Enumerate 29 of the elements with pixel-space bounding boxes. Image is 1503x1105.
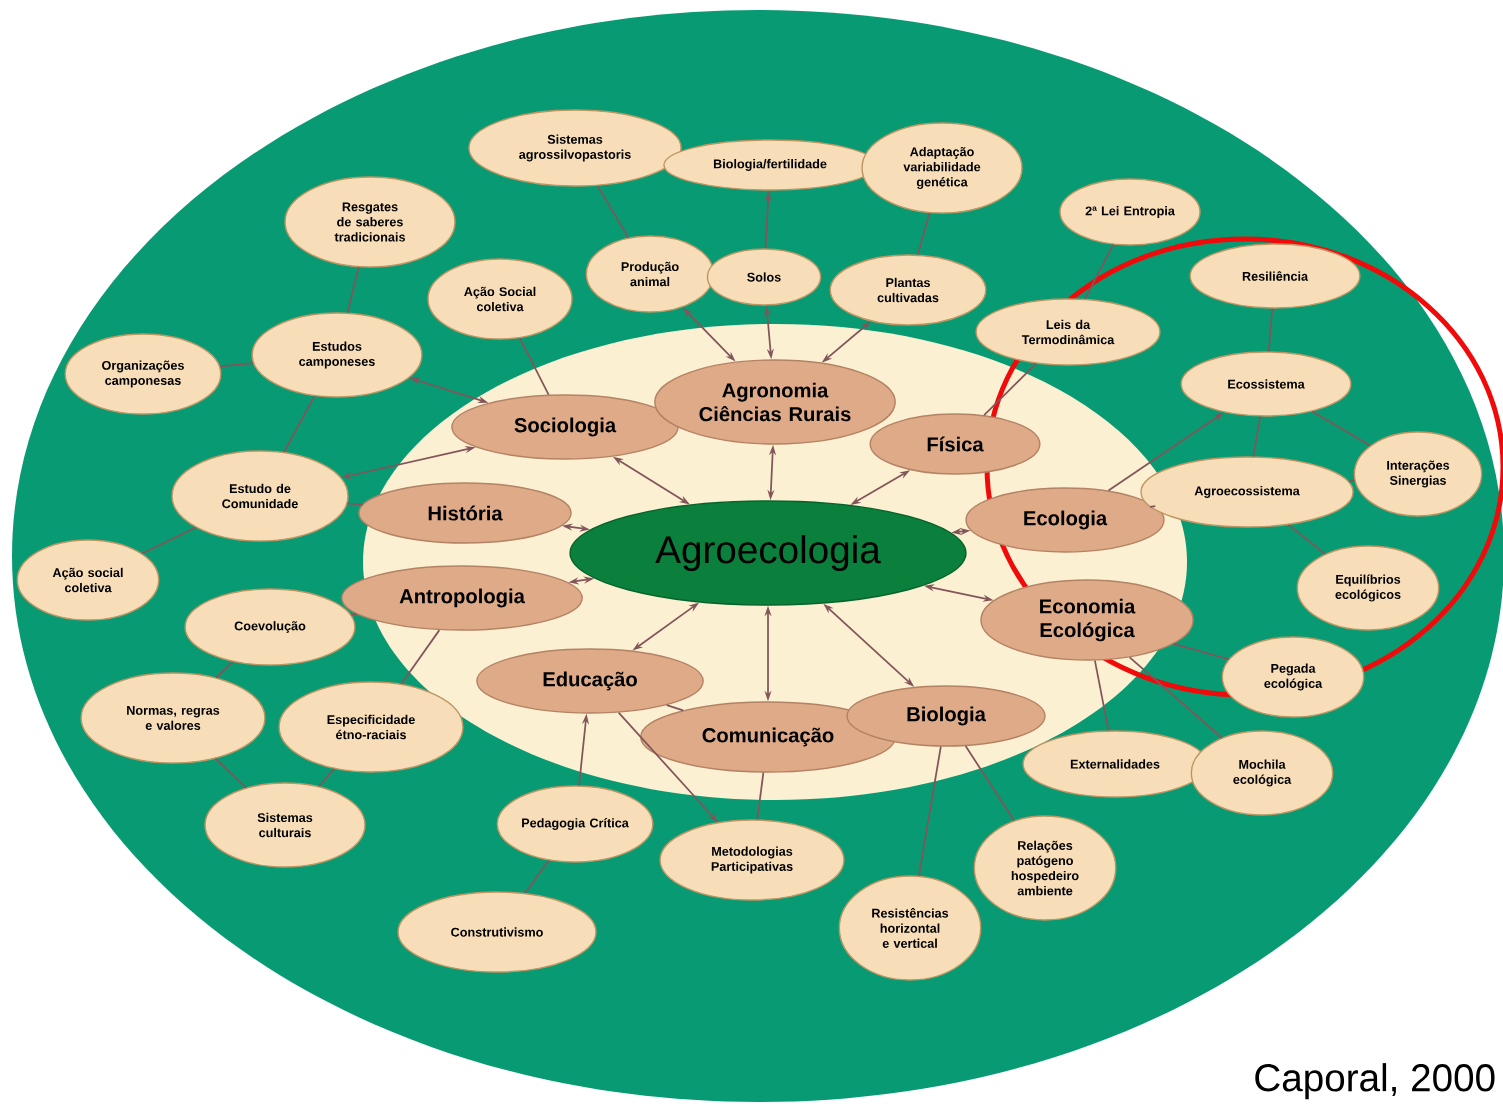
connector [318,768,336,788]
connector [1311,410,1371,447]
connector [214,757,247,789]
connector [1128,656,1223,739]
connector [524,859,550,894]
connector [1267,307,1274,353]
caption: Caporal, 2000 [1255,1063,1495,1100]
connector [283,395,316,453]
connector [219,362,254,368]
connector [665,704,684,712]
connector [350,613,358,616]
connector [1094,659,1110,732]
connector [1172,643,1230,661]
connector [1287,524,1326,555]
connector [1252,415,1262,458]
connector [596,184,630,239]
connector [215,661,234,679]
connector [917,212,931,256]
connector [519,337,550,396]
connector [1149,505,1157,508]
connector [964,745,1015,822]
connector [346,266,360,314]
connector [346,502,364,506]
connector [1347,479,1356,483]
connector [141,526,197,555]
connector [756,771,765,821]
connector [1084,243,1114,300]
connector [918,745,942,877]
connector [983,362,1037,416]
